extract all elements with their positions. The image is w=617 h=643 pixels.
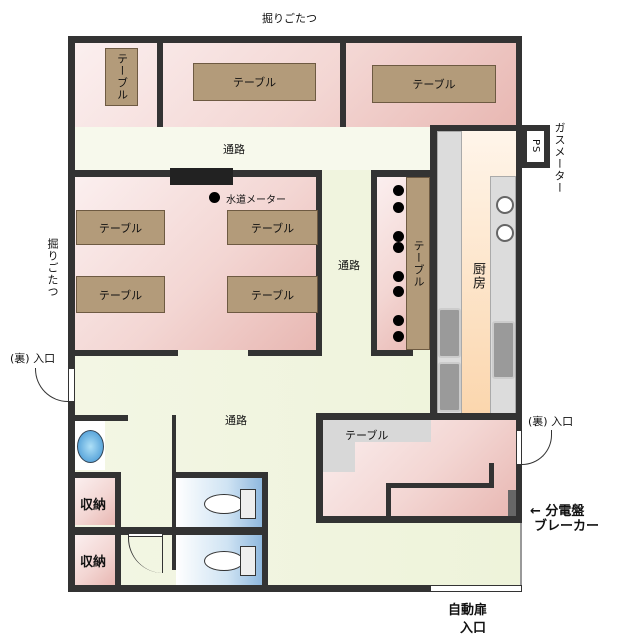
stool-icon <box>393 286 404 297</box>
wall <box>68 472 121 478</box>
wall <box>430 125 437 415</box>
burner-icon <box>496 224 514 242</box>
stool-icon <box>393 231 404 242</box>
back-entrance-right-label: (裏) 入口 <box>528 415 574 428</box>
breaker-label: ← 分電盤 <box>530 504 585 519</box>
back-entrance-left-label: (裏) 入口 <box>10 352 56 365</box>
toilet-door[interactable] <box>128 533 163 537</box>
wall <box>316 170 322 356</box>
storage-label: 収納 <box>80 555 107 570</box>
table-label: テーブル <box>345 429 389 442</box>
stool-icon <box>393 242 404 253</box>
door-swing-icon <box>522 430 552 465</box>
stool-icon <box>393 185 404 196</box>
washbasin-icon <box>77 430 104 463</box>
wall <box>176 472 268 478</box>
wall <box>516 465 522 523</box>
corridor <box>75 127 430 170</box>
kitchen-label: 厨房 <box>470 262 485 290</box>
wall <box>316 413 522 420</box>
breaker-panel <box>508 490 516 516</box>
wall <box>68 585 430 592</box>
table: テーブル <box>105 48 138 106</box>
table: テーブル <box>372 65 496 103</box>
auto-door-label: 自動扉 <box>448 603 488 618</box>
stool-icon <box>393 202 404 213</box>
wall <box>262 472 268 592</box>
counter-table: テーブル <box>406 177 430 350</box>
breaker-label: ブレーカー <box>534 519 600 534</box>
water-meter-icon <box>209 192 220 203</box>
wall <box>157 36 163 127</box>
table: テーブル <box>227 276 318 313</box>
horigotatsu-top-label: 掘りごたつ <box>262 12 317 25</box>
wall <box>68 36 522 43</box>
aisle-label: 通路 <box>338 259 360 272</box>
toilet-tank-icon <box>240 546 256 576</box>
water-meter-label: 水道メーター <box>226 195 286 206</box>
table: テーブル <box>76 210 165 245</box>
storage-label: 収納 <box>80 498 107 513</box>
ps-box: PS <box>521 125 550 168</box>
wall <box>430 125 550 131</box>
sink-icon <box>438 362 461 412</box>
toilet-icon <box>204 551 244 571</box>
wall <box>386 483 391 518</box>
wall <box>371 350 413 356</box>
dining-room <box>75 177 316 350</box>
wall <box>371 170 437 177</box>
l-table <box>323 420 355 472</box>
wall <box>115 472 121 592</box>
wall <box>516 413 522 430</box>
storage-2 <box>75 535 115 585</box>
horigotatsu-left-label: 掘りごたつ <box>46 238 59 298</box>
wall <box>316 413 323 523</box>
sink-icon <box>492 321 515 379</box>
door-swing-icon <box>35 368 68 402</box>
toilet-tank-icon <box>240 489 256 519</box>
wall <box>316 516 522 523</box>
wall <box>371 170 377 356</box>
wall <box>68 415 128 421</box>
wall <box>248 350 322 356</box>
table: テーブル <box>193 63 316 101</box>
wall <box>386 483 494 488</box>
table: テーブル <box>76 276 165 313</box>
wall <box>68 350 178 356</box>
wall <box>340 36 346 127</box>
glass-wall <box>520 523 522 585</box>
stool-icon <box>393 315 404 326</box>
wall <box>516 36 522 131</box>
wall <box>68 527 268 535</box>
sink-icon <box>438 308 461 358</box>
storage-1 <box>75 478 115 525</box>
wall <box>68 36 75 592</box>
wall <box>516 125 522 415</box>
aisle-label: 通路 <box>223 143 245 156</box>
aisle-label: 通路 <box>225 414 247 427</box>
table: テーブル <box>227 210 318 245</box>
wall <box>489 463 494 488</box>
stool-icon <box>393 271 404 282</box>
burner-icon <box>496 196 514 214</box>
back-door-left[interactable] <box>68 368 75 402</box>
wall <box>172 415 176 570</box>
toilet-icon <box>204 494 244 514</box>
stool-icon <box>393 331 404 342</box>
automatic-door[interactable] <box>430 585 522 592</box>
gas-meter-label: ガスメーター <box>553 122 566 194</box>
pillar <box>170 168 233 185</box>
entrance-label: 入口 <box>460 621 487 636</box>
